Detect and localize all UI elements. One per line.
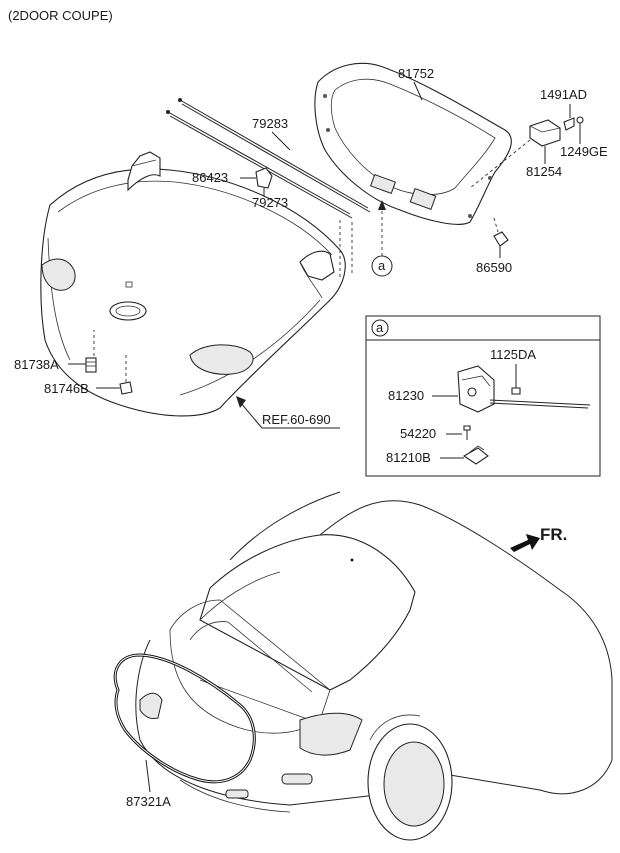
diagram-title: (2DOOR COUPE) xyxy=(8,8,113,23)
part-label-81254: 81254 xyxy=(526,164,562,179)
guide-line xyxy=(469,139,531,189)
striker-81210B-icon xyxy=(462,445,489,465)
front-direction-label: FR. xyxy=(540,525,567,544)
trunk-lid-illustration xyxy=(40,151,346,417)
trunk-latch-81230-icon xyxy=(457,365,591,413)
rod-end-icon xyxy=(166,110,170,114)
leader-87321A xyxy=(145,759,151,793)
part-label-54220: 54220 xyxy=(400,426,436,441)
screw-54220-icon xyxy=(463,425,471,440)
part-label-86590: 86590 xyxy=(476,260,512,275)
clip-86590-icon xyxy=(493,231,509,247)
part-label-1249GE: 1249GE xyxy=(560,144,608,159)
front-arrow-icon xyxy=(510,534,540,552)
switch-81254-icon xyxy=(529,119,561,147)
part-label-81210B: 81210B xyxy=(386,450,431,465)
bolt-1125DA-icon xyxy=(511,370,521,395)
part-label-81230: 81230 xyxy=(388,388,424,403)
part-label-79273: 79273 xyxy=(252,195,288,210)
part-label-1125DA: 1125DA xyxy=(490,347,536,362)
screw-1491AD-icon xyxy=(563,117,575,131)
part-label-1491AD: 1491AD xyxy=(540,87,587,102)
car-rear-view-illustration xyxy=(113,491,613,841)
clip-81746B-icon xyxy=(119,381,133,395)
front-direction-indicator: FR. xyxy=(510,525,567,552)
callout-marker-a-label: a xyxy=(378,258,386,273)
part-label-81752: 81752 xyxy=(398,66,434,81)
guide-line xyxy=(493,217,499,233)
rod-end-icon xyxy=(178,98,182,102)
leader-81752 xyxy=(413,81,423,101)
clip-86423-icon xyxy=(240,167,273,189)
ref-leader xyxy=(239,401,263,429)
part-label-79283: 79283 xyxy=(252,116,288,131)
arrow-up-icon xyxy=(378,200,386,210)
part-label-81746B: 81746B xyxy=(44,381,89,396)
screw-1249GE-icon xyxy=(576,116,584,138)
detail-box-a: a 1125DA 81230 54220 xyxy=(365,315,601,477)
ref-label: REF.60-690 xyxy=(262,412,331,427)
trunk-stay-rods xyxy=(166,98,371,219)
part-label-87321A: 87321A xyxy=(126,794,171,809)
trunk-lid-trim-panel xyxy=(314,62,512,225)
leader-79283 xyxy=(271,131,291,151)
bumper-81738A-icon xyxy=(85,357,97,373)
part-label-81738A: 81738A xyxy=(14,357,59,372)
part-label-86423: 86423 xyxy=(192,170,228,185)
callout-marker-a xyxy=(371,255,393,277)
detail-box-marker: a xyxy=(376,320,384,335)
ref-arrow-icon xyxy=(236,396,246,408)
